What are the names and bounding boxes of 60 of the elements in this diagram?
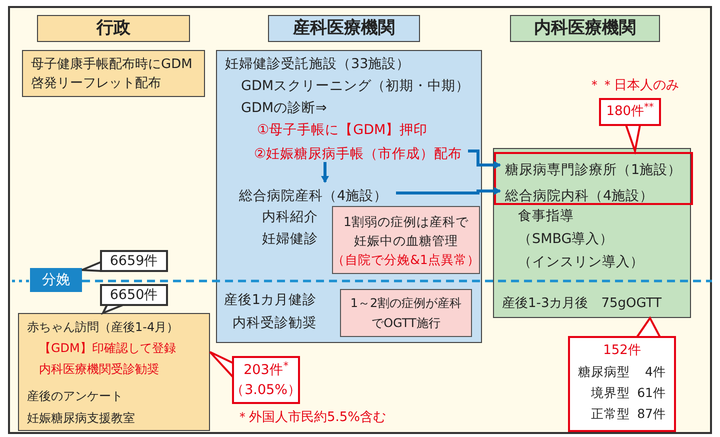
label-text: 産後1カ月健診内科受診勧奨 <box>222 291 316 333</box>
box-text: （3.05%） <box>230 381 302 400</box>
clinic-panel <box>493 148 691 318</box>
box-text: 産後1-3カ月後 75gOGTT <box>502 295 663 313</box>
box-text: 4件 <box>644 363 666 381</box>
box-text: 6659件 <box>110 252 158 271</box>
box-text: 妊娠糖尿病支援教室 <box>27 410 136 427</box>
arrow <box>321 162 329 183</box>
note-box <box>332 206 480 274</box>
box-text: （SMBG導入） <box>518 230 615 249</box>
header-box <box>37 15 190 42</box>
box-text: GDMスクリーニング（初期・中期） <box>241 77 471 96</box>
text-line: 総合病院産科（4施設） <box>239 188 388 204</box>
clinic-panel <box>216 50 482 343</box>
box-text: 母子健康手帳配布時にGDM啓発リーフレット配布 <box>31 56 194 93</box>
arrow <box>396 187 501 195</box>
box-text: 産後のアンケート <box>27 388 124 405</box>
highlight-frame <box>494 152 693 205</box>
box-text: 87件 <box>637 405 666 423</box>
label-text: ＊外国人市民約5.5%含む <box>236 409 386 427</box>
box-text: 1割弱の症例は産科で妊娠中の血糖管理 <box>344 212 468 250</box>
callout-pointer <box>635 316 662 338</box>
box-text: 食事指導 <box>518 207 575 226</box>
callout-pointer <box>81 260 102 272</box>
header-box <box>268 15 420 42</box>
box-text: 152件 <box>602 342 642 360</box>
box-text: ①母子手帳に【GDM】押印 <box>257 121 429 140</box>
note-box <box>340 289 472 337</box>
box-text: 180件$^{**}$ <box>606 102 654 122</box>
box-text: 正常型 <box>590 405 630 423</box>
arrow <box>468 150 501 169</box>
box-text: GDMの診断⇒ <box>241 99 328 118</box>
box-text: 分娩 <box>42 270 70 290</box>
box-text: （インスリン導入） <box>518 253 645 272</box>
box-text: 1～2割の症例が産科でOGTT施行 <box>349 295 463 332</box>
callout-bubble <box>568 336 676 432</box>
header-box <box>510 15 660 42</box>
text-line: 総合病院内科（4施設） <box>505 188 654 204</box>
box-text: （自院で分娩&1点異常） <box>332 250 480 268</box>
box-text: 61件 <box>637 384 666 402</box>
info-box <box>18 313 210 431</box>
box-text: 内科医療機関 <box>534 16 636 40</box>
callout-pointer <box>209 351 234 380</box>
box-text: 妊婦健診受託施設（33施設） <box>225 55 412 74</box>
callout-pointer <box>624 124 642 155</box>
box-text: 6650件 <box>110 286 158 305</box>
box-text: 糖尿病型 <box>578 363 630 381</box>
callout-pointer <box>100 304 124 315</box>
box-text: 203件$^{*}$ <box>244 360 288 380</box>
info-box <box>22 50 205 97</box>
box-text: 【GDM】印確認して登録内科医療機関受診勧奨 <box>39 340 177 378</box>
text-line: ②妊娠糖尿病手帳（市作成）配布 <box>254 146 462 162</box>
box-text: 産科医療機関 <box>293 16 395 40</box>
box-text: 境界型 <box>590 384 630 402</box>
label-text: 内科紹介妊婦健診 <box>262 208 319 249</box>
label-text: ＊＊日本人のみ <box>588 77 679 95</box>
text-line: 糖尿病専門診療所（1施設） <box>505 162 682 178</box>
section-tag <box>30 268 82 292</box>
box-text: 行政 <box>96 16 130 40</box>
box-text: 赤ちゃん訪問（産後1-4月） <box>27 319 180 336</box>
